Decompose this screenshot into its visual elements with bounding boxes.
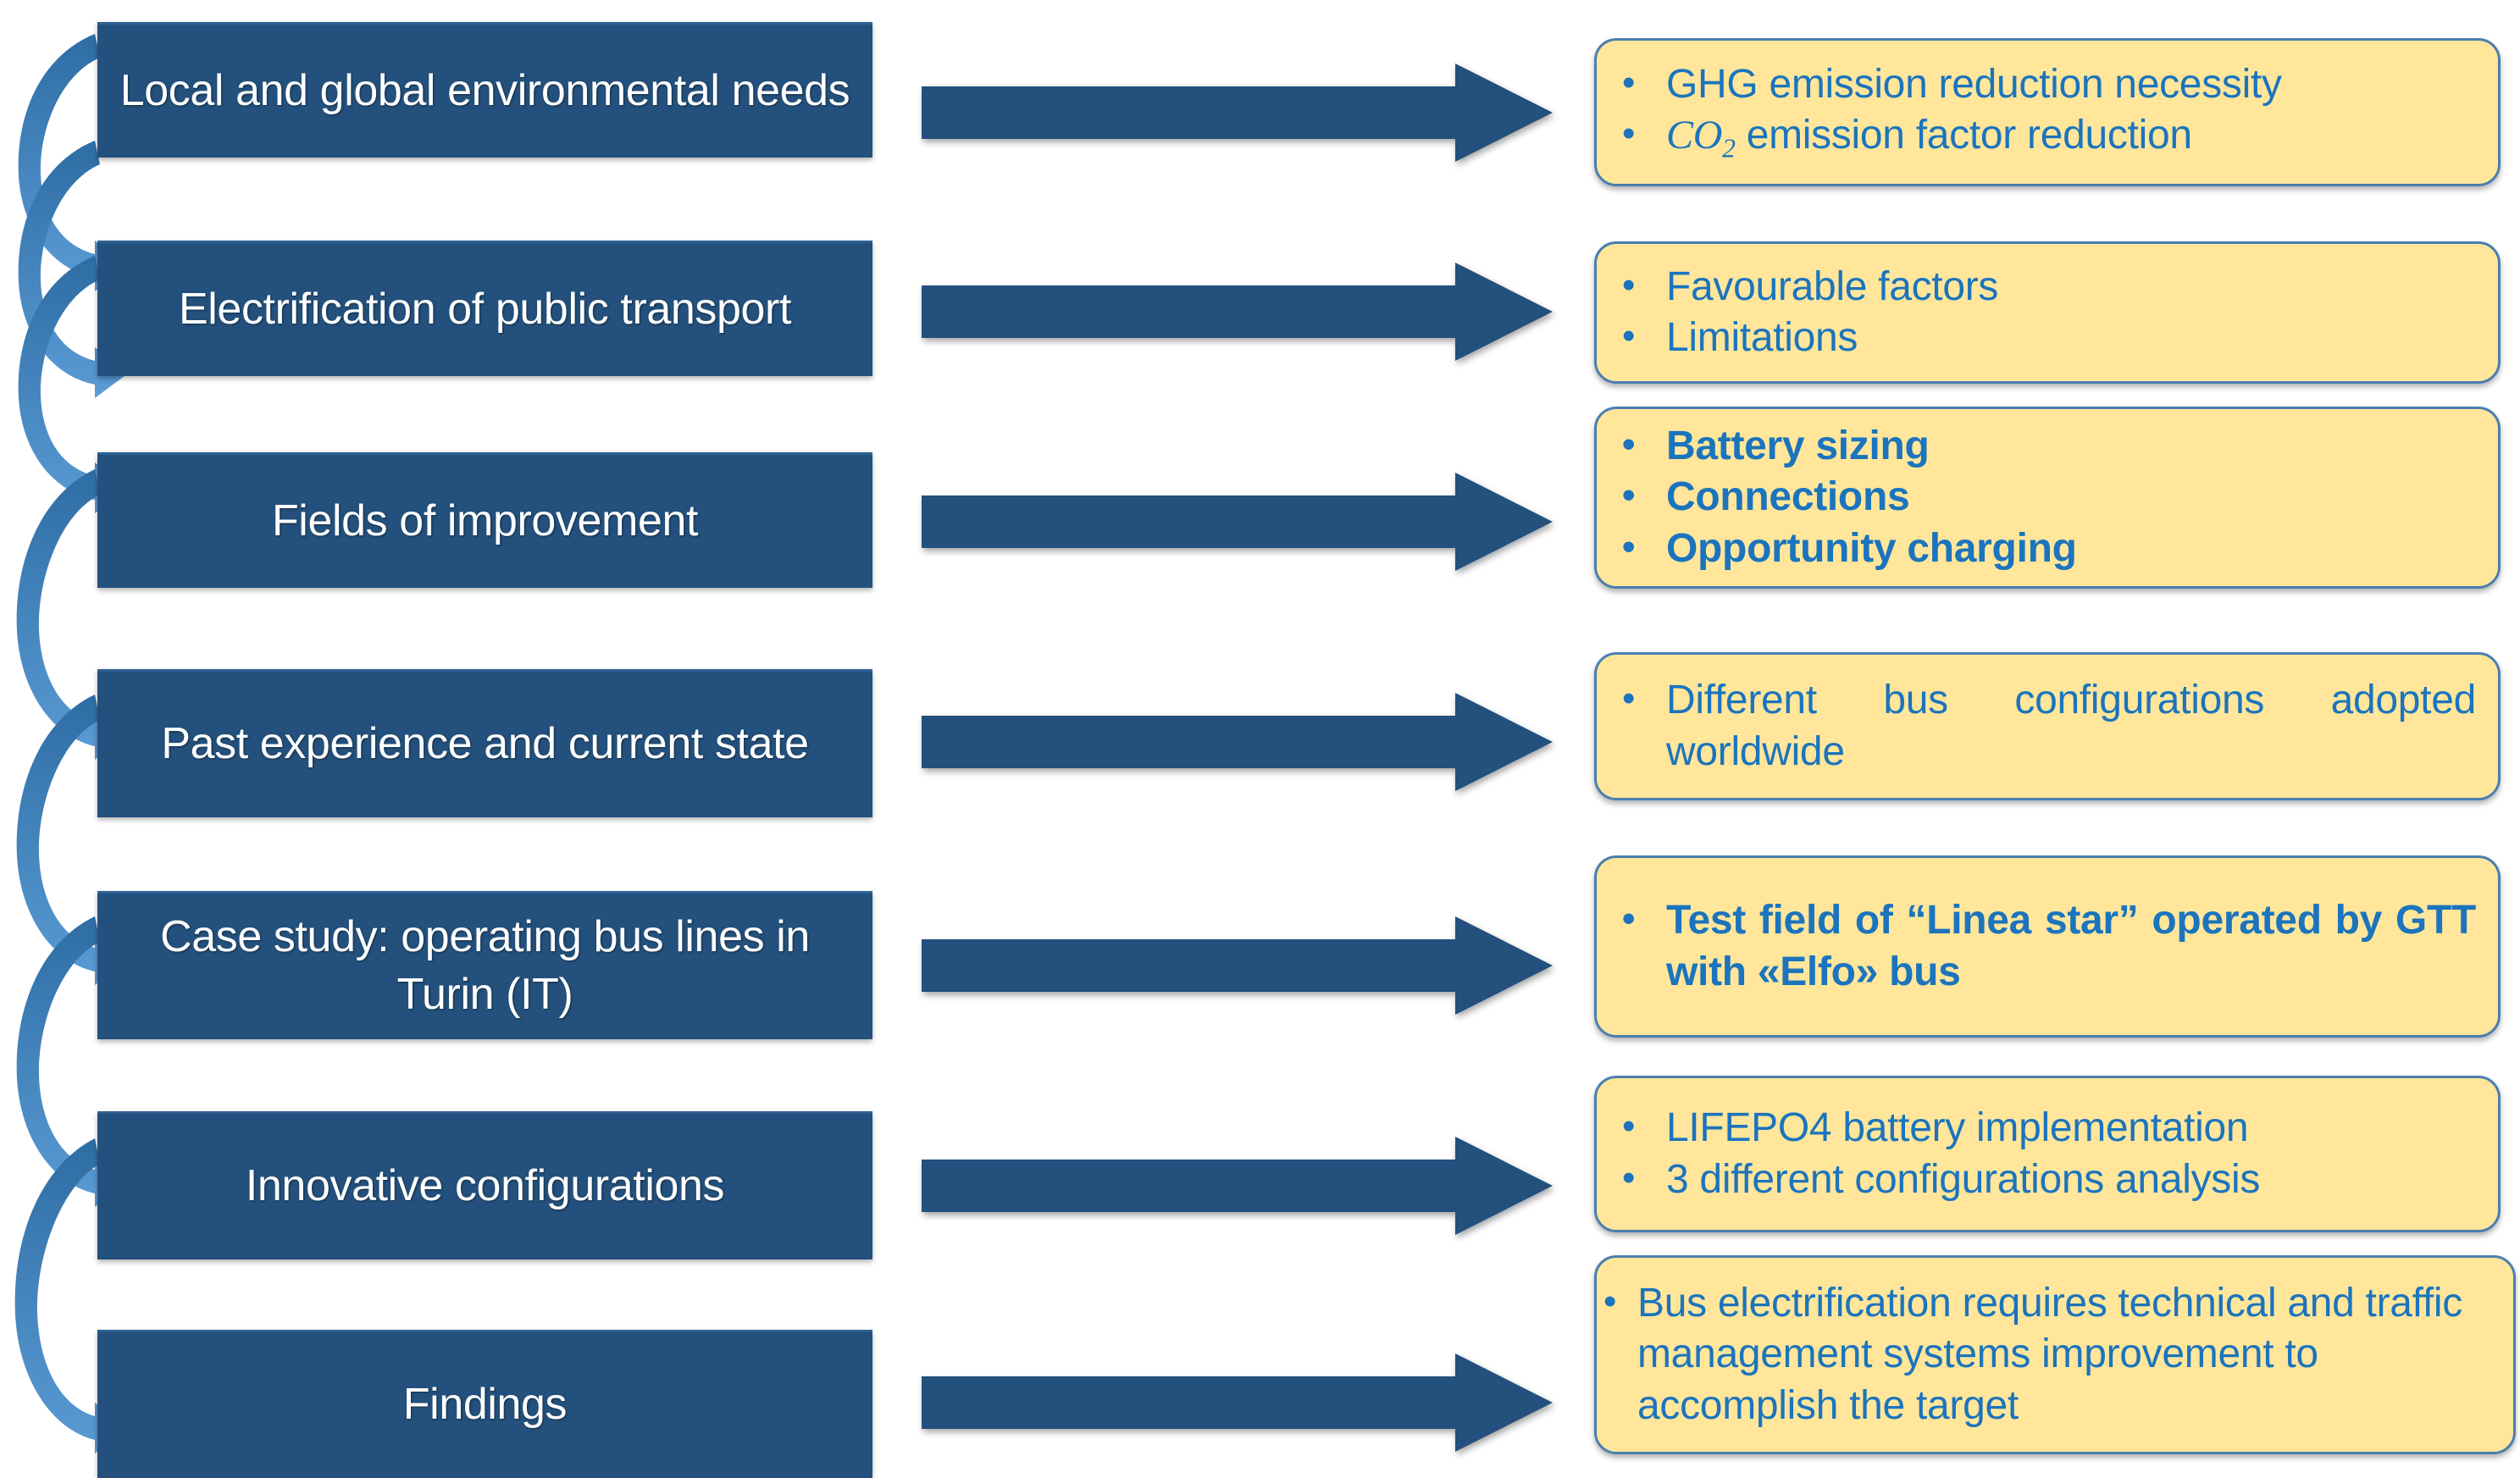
note-bullet: • CO2 emission factor reduction xyxy=(1615,110,2476,166)
note-bullet-text: Different bus configurations adopted wor… xyxy=(1666,678,2476,774)
step-box-7-label: Findings xyxy=(402,1380,568,1430)
step-box-4[interactable]: Past experience and current state xyxy=(97,669,872,817)
step-box-5-label: Case study: operating bus lines in Turin… xyxy=(160,912,810,1019)
note-bullet: • GHG emission reduction necessity xyxy=(1615,59,2476,110)
note-box-7[interactable]: • Bus electrification requires technical… xyxy=(1594,1255,2516,1454)
step-box-6[interactable]: Innovative configurations xyxy=(97,1111,872,1259)
note-box-1[interactable]: • GHG emission reduction necessity • CO2… xyxy=(1594,38,2501,186)
curved-connector-arrow-3 xyxy=(0,244,152,515)
block-arrow-5 xyxy=(922,916,1553,1015)
curved-connector-arrow-6 xyxy=(0,905,152,1210)
block-arrow-6 xyxy=(922,1137,1553,1235)
block-arrow-4 xyxy=(922,693,1553,791)
block-arrow-7 xyxy=(922,1353,1553,1452)
step-box-5[interactable]: Case study: operating bus lines in Turin… xyxy=(97,891,872,1039)
note-bullet: • 3 different configurations analysis xyxy=(1615,1154,2476,1205)
bullet-dot-icon: • xyxy=(1622,1105,1636,1148)
note-bullet-text: Test field of “Linea star” operated by G… xyxy=(1666,898,2476,994)
step-box-1[interactable]: Local and global environmental needs xyxy=(97,22,872,158)
co2-formula: CO2 xyxy=(1666,112,1736,163)
step-box-3[interactable]: Fields of improvement xyxy=(97,452,872,588)
block-arrow-2 xyxy=(922,263,1553,361)
note-bullet: • Test field of “Linea star” operated by… xyxy=(1615,895,2476,998)
step-box-3-label: Fields of improvement xyxy=(271,495,699,545)
note-bullet-text: Opportunity charging xyxy=(1666,525,2077,571)
note-box-2[interactable]: • Favourable factors • Limitations xyxy=(1594,241,2501,384)
bullet-dot-icon: • xyxy=(1603,1280,1617,1322)
block-arrow-3 xyxy=(922,473,1553,571)
bullet-dot-icon: • xyxy=(1622,1156,1636,1198)
step-box-1-label: Local and global environmental needs xyxy=(119,65,850,115)
step-box-2-label: Electrification of public transport xyxy=(178,284,791,334)
step-box-6-label: Innovative configurations xyxy=(245,1161,725,1211)
note-box-5[interactable]: • Test field of “Linea star” operated by… xyxy=(1594,855,2501,1038)
block-arrow-1 xyxy=(922,64,1553,162)
note-bullet: • Different bus configurations adopted w… xyxy=(1615,675,2476,778)
note-bullet-text: LIFEPO4 battery implementation xyxy=(1666,1105,2249,1151)
note-bullet-text: 3 different configurations analysis xyxy=(1666,1156,2261,1202)
bullet-dot-icon: • xyxy=(1622,315,1636,357)
curved-connector-arrow-7 xyxy=(0,1126,152,1457)
note-bullet-text: Connections xyxy=(1666,474,1910,520)
note-bullet: • Opportunity charging xyxy=(1615,523,2476,574)
bullet-dot-icon: • xyxy=(1622,263,1636,306)
note-bullet-text: Bus electrification requires technical a… xyxy=(1637,1280,2462,1428)
bullet-dot-icon: • xyxy=(1622,61,1636,103)
note-bullet-text: Battery sizing xyxy=(1666,423,1930,468)
bullet-dot-icon: • xyxy=(1622,474,1636,517)
note-bullet: • Limitations xyxy=(1615,313,2476,363)
note-box-3[interactable]: • Battery sizing • Connections • Opportu… xyxy=(1594,407,2501,589)
note-box-6[interactable]: • LIFEPO4 battery implementation • 3 dif… xyxy=(1594,1076,2501,1232)
note-bullet: • Favourable factors xyxy=(1615,262,2476,313)
note-bullet: • LIFEPO4 battery implementation xyxy=(1615,1103,2476,1154)
curved-connector-arrow-4 xyxy=(0,457,152,762)
step-box-2[interactable]: Electrification of public transport xyxy=(97,241,872,376)
step-box-4-label: Past experience and current state xyxy=(161,719,809,769)
step-box-7[interactable]: Findings xyxy=(97,1330,872,1478)
note-box-4[interactable]: • Different bus configurations adopted w… xyxy=(1594,652,2501,800)
bullet-dot-icon: • xyxy=(1622,423,1636,465)
bullet-dot-icon: • xyxy=(1622,678,1636,720)
bullet-dot-icon: • xyxy=(1622,112,1636,154)
bullet-dot-icon: • xyxy=(1622,898,1636,940)
note-bullet-text-rest: emission factor reduction xyxy=(1746,112,2192,158)
note-bullet: • Battery sizing xyxy=(1615,421,2476,472)
note-bullet-text: Favourable factors xyxy=(1666,263,1999,309)
curved-connector-arrow-5 xyxy=(0,683,152,988)
note-bullet-text: GHG emission reduction necessity xyxy=(1666,61,2282,107)
note-bullet: • Connections xyxy=(1615,472,2476,523)
note-bullet-text: CO2 emission factor reduction xyxy=(1666,110,2476,166)
note-bullet: • Bus electrification requires technical… xyxy=(1603,1278,2505,1431)
note-bullet-text: Limitations xyxy=(1666,315,1858,360)
bullet-dot-icon: • xyxy=(1622,525,1636,567)
